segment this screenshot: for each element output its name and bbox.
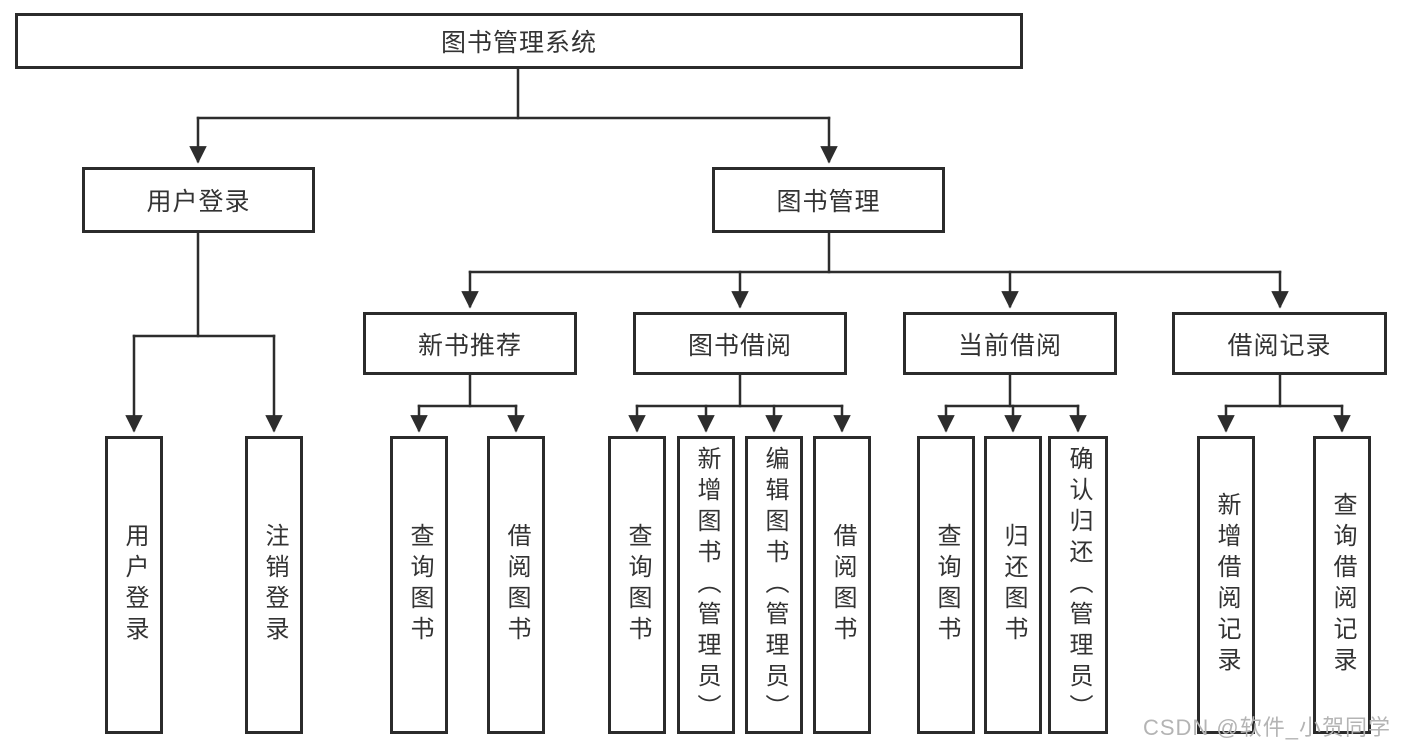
leaf-add-borrow-record: 新增借阅记录: [1197, 436, 1255, 734]
node-borrowing-records: 借阅记录: [1172, 312, 1387, 375]
leaf-return-books-label: 归还图书: [1000, 523, 1027, 647]
leaf-query-books-current: 查询图书: [917, 436, 975, 734]
node-current-borrowing-label: 当前借阅: [957, 331, 1062, 360]
leaf-add-books-admin-label: 新增图书（管理员）: [693, 445, 720, 725]
leaf-query-books-borrowing-label: 查询图书: [624, 523, 651, 647]
node-borrowing-records-label: 借阅记录: [1227, 331, 1332, 360]
leaf-edit-books-admin: 编辑图书（管理员）: [745, 436, 803, 734]
connector-book-borrowing-to-leaves: [628, 373, 851, 433]
connector-book-management-to-level2: [461, 231, 1289, 309]
node-book-borrowing: 图书借阅: [633, 312, 847, 375]
node-book-management-label: 图书管理: [776, 188, 881, 216]
leaf-borrow-books-borrowing: 借阅图书: [813, 436, 871, 734]
node-user-login-label: 用户登录: [146, 188, 251, 216]
leaf-borrow-books-recommend-label: 借阅图书: [503, 523, 530, 647]
connector-borrowing-records-to-leaves: [1217, 373, 1351, 433]
leaf-return-books: 归还图书: [984, 436, 1042, 734]
node-current-borrowing: 当前借阅: [903, 312, 1117, 375]
leaf-user-login: 用户登录: [105, 436, 163, 734]
leaf-confirm-return-admin-label: 确认归还（管理员）: [1065, 445, 1092, 725]
leaf-query-borrow-record-label: 查询借阅记录: [1329, 492, 1356, 678]
leaf-query-books-recommend: 查询图书: [390, 436, 448, 734]
connector-user-login-to-leaves: [125, 231, 283, 433]
leaf-user-login-label: 用户登录: [121, 523, 148, 647]
leaf-logout: 注销登录: [245, 436, 303, 734]
node-new-book-recommend-label: 新书推荐: [417, 331, 522, 360]
connector-current-borrowing-to-leaves: [937, 373, 1087, 433]
leaf-borrow-books-recommend: 借阅图书: [487, 436, 545, 734]
leaf-query-books-current-label: 查询图书: [933, 523, 960, 647]
csdn-watermark: CSDN @软件_小贺同学: [1142, 715, 1391, 740]
leaf-confirm-return-admin: 确认归还（管理员）: [1048, 436, 1108, 734]
leaf-query-books-borrowing: 查询图书: [608, 436, 666, 734]
leaf-add-books-admin: 新增图书（管理员）: [677, 436, 735, 734]
leaf-add-borrow-record-label: 新增借阅记录: [1213, 492, 1240, 678]
leaf-edit-books-admin-label: 编辑图书（管理员）: [761, 445, 788, 725]
leaf-query-books-recommend-label: 查询图书: [406, 523, 433, 647]
leaf-logout-label: 注销登录: [261, 523, 288, 647]
leaf-query-borrow-record: 查询借阅记录: [1313, 436, 1371, 734]
node-root-label: 图书管理系统: [440, 29, 597, 57]
node-user-login: 用户登录: [82, 167, 315, 233]
node-book-management: 图书管理: [712, 167, 945, 233]
connector-new-book-recommend-to-leaves: [410, 373, 525, 433]
node-new-book-recommend: 新书推荐: [363, 312, 577, 375]
node-root: 图书管理系统: [15, 13, 1023, 69]
leaf-borrow-books-borrowing-label: 借阅图书: [829, 523, 856, 647]
node-book-borrowing-label: 图书借阅: [687, 331, 792, 360]
connector-root-to-level1: [189, 67, 838, 164]
